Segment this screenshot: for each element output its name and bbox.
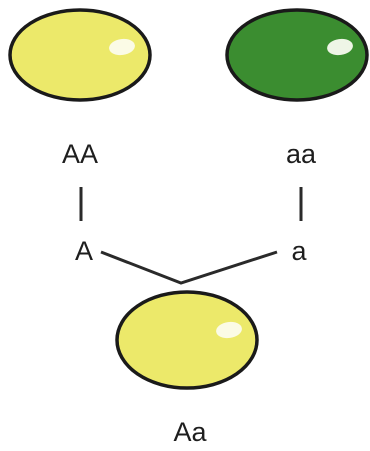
- parent-right: aa: [225, 8, 369, 169]
- gamete-right-label: a: [291, 236, 307, 266]
- offspring-pea: [115, 290, 259, 390]
- offspring: Aa: [115, 290, 259, 447]
- parent-right-genotype-label: aa: [286, 139, 317, 169]
- parent-left-highlight: [109, 38, 135, 56]
- parent-left-genotype-label: AA: [62, 139, 98, 169]
- offspring-genotype-label: Aa: [173, 417, 207, 447]
- parent-left: AA: [8, 8, 152, 169]
- parent-right-highlight: [327, 38, 353, 56]
- gamete-left-label: A: [75, 236, 93, 266]
- gamete-fusion-lines: [100, 250, 278, 285]
- parent-right-pea: [225, 8, 369, 102]
- offspring-highlight: [216, 321, 242, 339]
- parent-left-pea: [8, 8, 152, 102]
